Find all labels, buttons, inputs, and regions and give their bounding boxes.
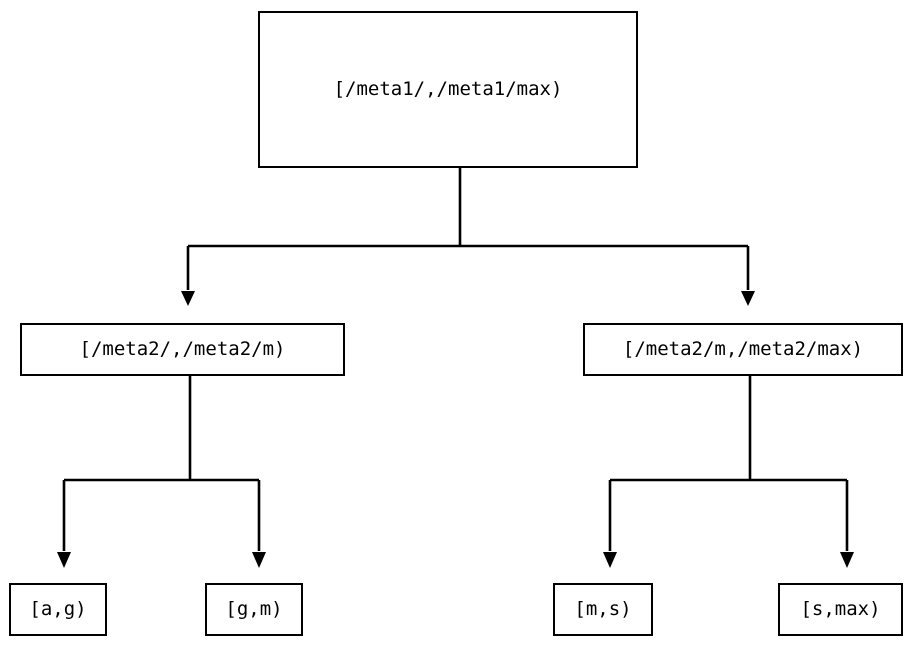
tree-node-leaf-ag-label: [a,g) xyxy=(29,598,87,620)
tree-node-root[interactable]: [/meta1/,/meta1/max) xyxy=(258,11,638,168)
tree-node-mid-right-label: [/meta2/m,/meta2/max) xyxy=(622,338,864,360)
tree-node-leaf-smax[interactable]: [s,max) xyxy=(778,583,903,636)
edge-mid-right-to-leaves xyxy=(603,376,854,568)
tree-node-mid-left[interactable]: [/meta2/,/meta2/m) xyxy=(20,323,345,376)
arrowhead-to-leaf-ag xyxy=(57,552,71,568)
arrowhead-to-mid-right xyxy=(741,291,755,306)
tree-node-leaf-smax-label: [s,max) xyxy=(800,598,881,620)
tree-node-mid-left-label: [/meta2/,/meta2/m) xyxy=(79,338,286,360)
arrowhead-to-mid-left xyxy=(181,291,195,306)
tree-node-root-label: [/meta1/,/meta1/max) xyxy=(333,78,563,100)
tree-node-leaf-gm-label: [g,m) xyxy=(225,598,283,620)
edge-mid-left-to-leaves xyxy=(57,376,266,568)
tree-node-leaf-ms-label: [m,s) xyxy=(574,598,632,620)
arrowhead-to-leaf-smax xyxy=(840,552,854,568)
tree-node-leaf-gm[interactable]: [g,m) xyxy=(205,583,303,636)
arrowhead-to-leaf-gm xyxy=(252,552,266,568)
tree-node-leaf-ag[interactable]: [a,g) xyxy=(9,583,107,636)
edge-root-to-mid xyxy=(181,168,755,306)
tree-node-mid-right[interactable]: [/meta2/m,/meta2/max) xyxy=(583,323,903,376)
arrowhead-to-leaf-ms xyxy=(603,552,617,568)
tree-node-leaf-ms[interactable]: [m,s) xyxy=(553,583,653,636)
